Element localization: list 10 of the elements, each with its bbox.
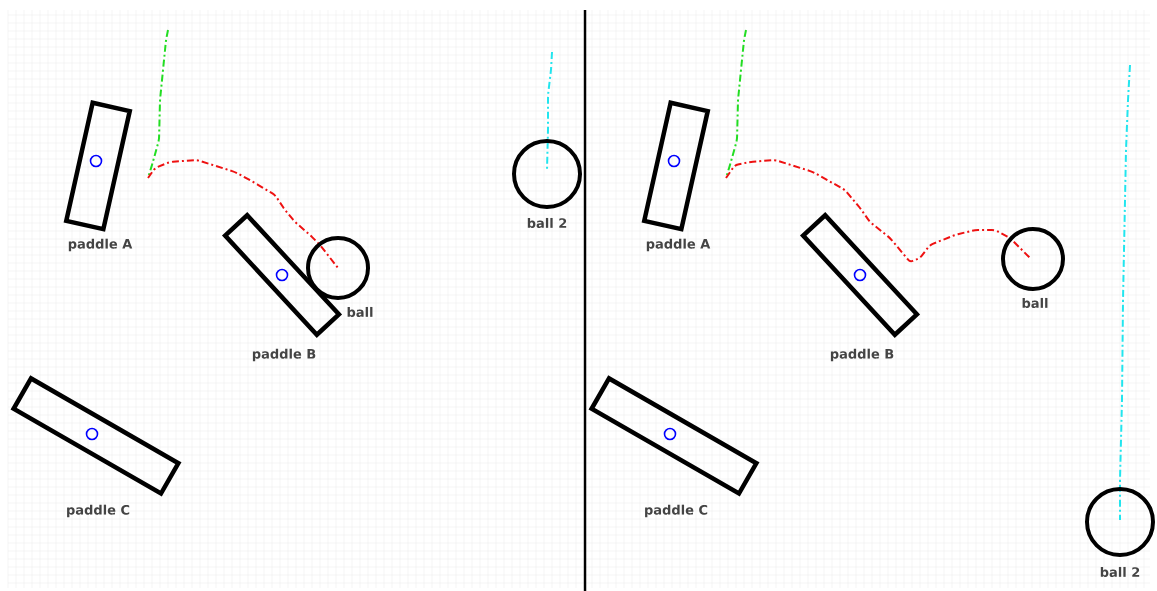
object-label: paddle B <box>252 348 316 362</box>
object-label: paddle B <box>830 348 894 362</box>
object-label: ball 2 <box>527 217 567 228</box>
object-label: ball <box>1022 297 1048 308</box>
object-label: paddle C <box>67 504 130 518</box>
object-label: paddle A <box>68 238 133 252</box>
object-label: ball 2 <box>1100 566 1140 577</box>
object-label: paddle C <box>645 504 708 518</box>
object-label: ball <box>347 306 373 317</box>
object-label: paddle A <box>646 238 711 252</box>
